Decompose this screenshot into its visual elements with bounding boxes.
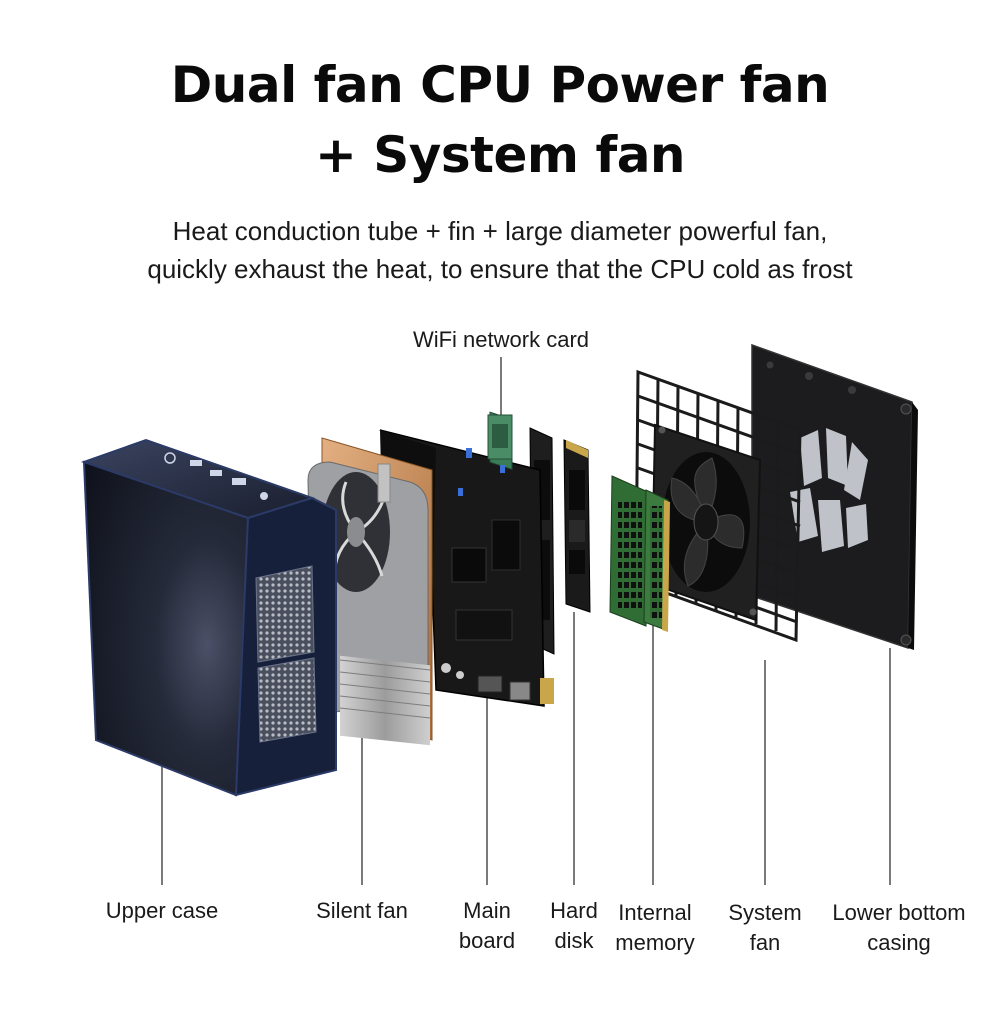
label-internal-memory-line-1: Internal — [618, 900, 692, 925]
upper-case — [80, 438, 337, 797]
silent-fan — [307, 437, 433, 746]
subheadline-line-1: Heat conduction tube + fin + large diame… — [172, 216, 828, 246]
system-fan — [634, 369, 802, 643]
label-hard-disk: Hard disk — [538, 896, 610, 956]
label-lower-bottom-casing-line-2: casing — [867, 930, 931, 955]
label-system-fan-line-1: System — [728, 900, 802, 925]
label-lower-bottom-casing-line-1: Lower bottom — [832, 900, 966, 925]
leader-lines — [161, 357, 891, 885]
label-main-board-line-1: Main — [463, 898, 511, 923]
label-system-fan-line-2: fan — [749, 930, 781, 955]
headline-line-2: + System fan — [314, 126, 686, 184]
label-silent-fan: Silent fan — [316, 898, 408, 923]
label-internal-memory: Internal memory — [605, 898, 705, 958]
internal-memory — [609, 475, 670, 632]
label-upper-case: Upper case — [105, 898, 219, 923]
label-hard-disk-line-1: Hard — [550, 898, 598, 923]
subheadline-line-2: quickly exhaust the heat, to ensure that… — [147, 254, 853, 284]
label-internal-memory-line-2: memory — [615, 930, 695, 955]
headline-line-1: Dual fan CPU Power fan — [170, 56, 830, 114]
label-hard-disk-line-2: disk — [554, 928, 594, 953]
label-main-board-line-2: board — [458, 928, 516, 953]
label-lower-bottom-casing: Lower bottom casing — [818, 898, 980, 958]
label-wifi-network-card: WiFi network card — [412, 327, 590, 352]
label-system-fan: System fan — [717, 898, 813, 958]
label-main-board: Main board — [445, 896, 529, 956]
